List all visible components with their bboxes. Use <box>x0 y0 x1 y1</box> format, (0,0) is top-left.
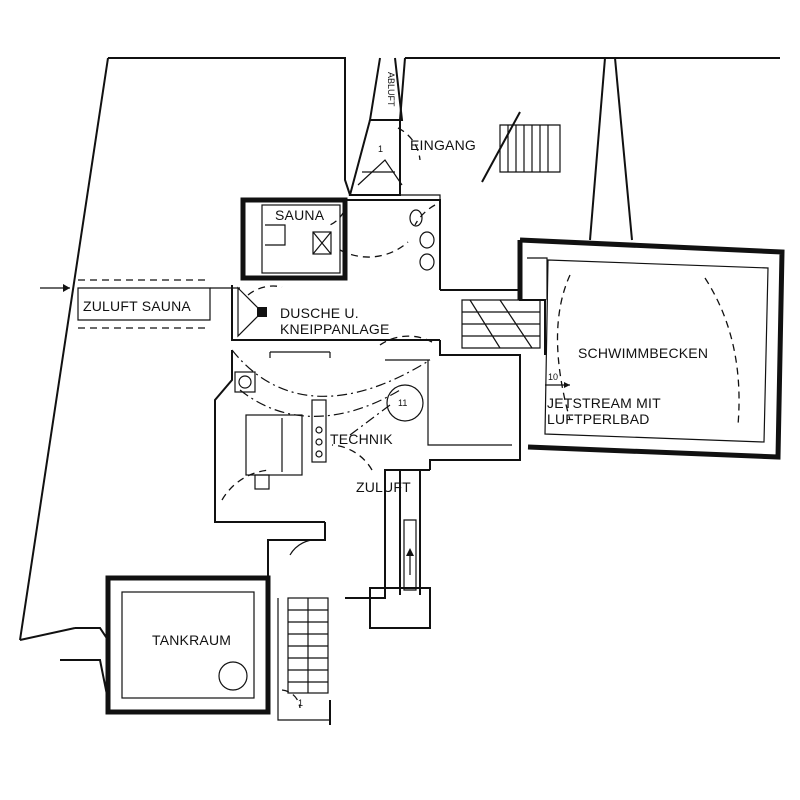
abluft-shaft: ABLUFT <box>368 57 406 121</box>
schwimmbecken-label: SCHWIMMBECKEN <box>578 345 708 361</box>
eingang-label: EINGANG <box>410 137 476 153</box>
corridor <box>339 199 441 290</box>
tank-step-mark: 1 <box>298 698 303 708</box>
technik-label: TECHNIK <box>330 431 393 447</box>
entrance-step-mark: 1 <box>378 144 383 154</box>
sauna-room: SAUNA <box>240 197 348 281</box>
sauna-label: SAUNA <box>275 207 325 223</box>
jetstream-label-line2: LUFTPERLBAD <box>547 411 650 427</box>
pipe-10-mark: 10 <box>548 372 558 382</box>
pool-area: SCHWIMMBECKEN 10 JETSTREAM MIT LUFTPERLB… <box>517 237 785 460</box>
dusche-kneippanlage: DUSCHE U. KNEIPPANLAGE <box>231 285 440 346</box>
abluft-label: ABLUFT <box>386 72 396 107</box>
site-boundary <box>19 57 780 725</box>
valve-11-mark: 11 <box>398 398 407 408</box>
dusche-label-line1: DUSCHE U. <box>280 305 359 321</box>
zuluft-shaft: ZULUFT <box>356 470 431 629</box>
tankraum-label: TANKRAUM <box>152 632 231 648</box>
tankraum: TANKRAUM <box>60 575 271 715</box>
zuluft-sauna-label: ZULUFT SAUNA <box>83 298 191 314</box>
dusche-label-line2: KNEIPPANLAGE <box>280 321 390 337</box>
lower-stairs: 1 <box>267 522 386 721</box>
jetstream-label-line1: JETSTREAM MIT <box>547 395 661 411</box>
pool-stairs <box>440 289 546 355</box>
zuluft-label: ZULUFT <box>356 479 411 495</box>
technik-room: 11 TECHNIK <box>214 340 521 523</box>
zuluft-sauna-duct: ZULUFT SAUNA <box>40 279 240 329</box>
entrance-stairs <box>481 111 561 183</box>
entrance: 1 EINGANG <box>348 111 561 290</box>
